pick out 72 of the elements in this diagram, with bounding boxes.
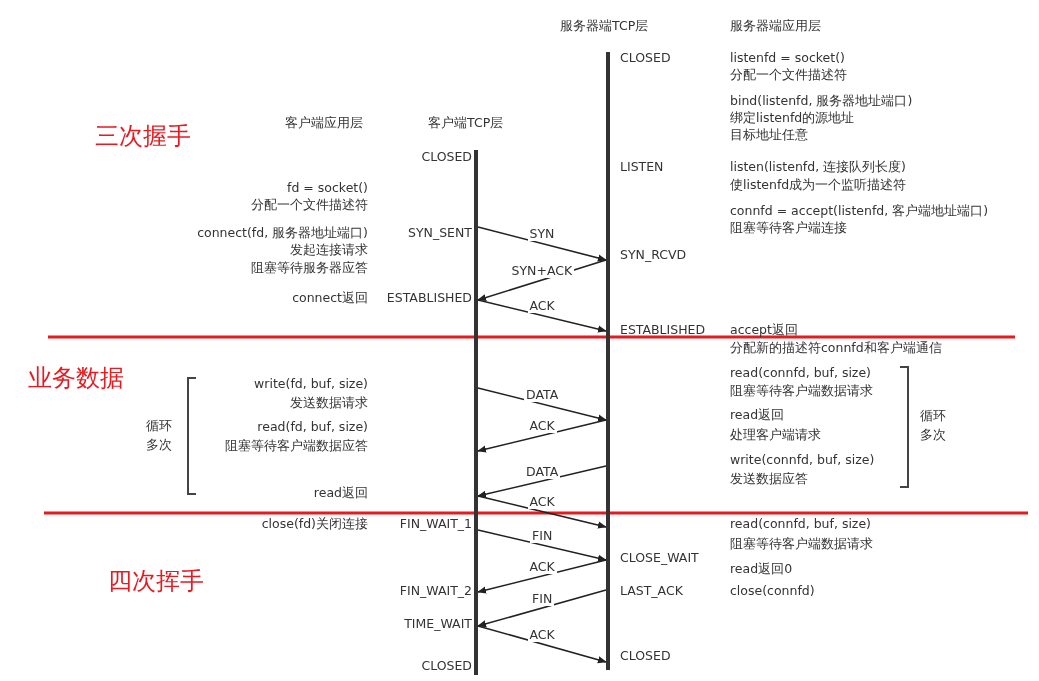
label-text: 处理客户端请求: [730, 426, 821, 443]
section-title: 业务数据: [28, 364, 124, 392]
message-arrow: [477, 465, 607, 498]
label-text: read(connfd, buf, size): [730, 364, 871, 381]
edge-label: ACK: [527, 298, 557, 313]
label-text: read返回0: [730, 560, 793, 577]
label-text: CLOSED: [620, 49, 671, 66]
label-text: SYN_RCVD: [620, 246, 687, 263]
message-arrow: [477, 419, 607, 453]
label-text: 阻塞等待客户端连接: [730, 219, 847, 236]
section-title: 三次握手: [95, 122, 191, 150]
label-text: connfd = accept(listenfd, 客户端地址端口): [730, 202, 989, 219]
message-arrow: [477, 589, 607, 628]
label-text: 阻塞等待客户端数据请求: [730, 535, 873, 552]
label-text: SYN_SENT: [408, 224, 472, 241]
label-text: 目标地址任意: [730, 126, 808, 143]
loop-note: 循环多次: [146, 417, 173, 454]
edge-label: ACK: [527, 494, 557, 509]
label-text: FIN_WAIT_2: [399, 582, 472, 599]
label-text: CLOSE_WAIT: [620, 549, 699, 566]
label-text: close(connfd): [730, 582, 815, 599]
label-text: write(connfd, buf, size): [730, 451, 875, 468]
label-text: accept返回: [730, 321, 798, 338]
label-text: LISTEN: [620, 158, 664, 175]
label-text: 发送数据应答: [730, 470, 808, 487]
label-text: listen(listenfd, 连接队列长度): [730, 158, 906, 175]
label-text: listenfd = socket(): [730, 49, 845, 66]
message-arrow: [477, 495, 607, 529]
label-text: LAST_ACK: [620, 582, 683, 599]
label-text: 服务器端TCP层: [560, 17, 649, 34]
label-text: write(fd, buf, size): [254, 375, 368, 392]
label-text: 阻塞等待客户端数据应答: [225, 437, 368, 454]
label-text: 分配新的描述符connfd和客户端通信: [730, 339, 942, 356]
section-title: 四次挥手: [108, 567, 204, 595]
timeline-bar: [474, 150, 478, 675]
label-text: CLOSED: [421, 657, 472, 674]
loop-note: 循环多次: [920, 407, 947, 444]
message-arrow: [477, 299, 607, 333]
label-text: connect返回: [292, 289, 368, 306]
edge-label: ACK: [527, 418, 557, 433]
label-text: 分配一个文件描述符: [730, 66, 847, 83]
label-text: 绑定listenfd的源地址: [730, 109, 855, 126]
label-text: 使listenfd成为一个监听描述符: [730, 176, 907, 193]
message-arrow: [477, 625, 607, 664]
label-text: 发送数据请求: [290, 394, 368, 411]
label-text: close(fd)关闭连接: [261, 515, 368, 532]
timeline-bar: [606, 52, 610, 670]
label-text: TIME_WAIT: [404, 615, 472, 632]
label-text: read(fd, buf, size): [257, 418, 368, 435]
label-text: 阻塞等待服务器应答: [251, 259, 368, 276]
label-text: fd = socket(): [287, 179, 368, 196]
message-arrow: [477, 559, 607, 594]
message-arrow: [477, 387, 607, 422]
message-arrow: [477, 529, 607, 562]
label-text: ESTABLISHED: [386, 289, 472, 306]
label-text: 服务器端应用层: [730, 17, 821, 34]
message-arrow: [477, 226, 607, 262]
label-text: 发起连接请求: [290, 241, 368, 258]
label-text: FIN_WAIT_1: [399, 515, 472, 532]
label-text: connect(fd, 服务器地址端口): [197, 224, 368, 241]
label-text: read返回: [730, 406, 785, 423]
label-text: 阻塞等待客户端数据请求: [730, 382, 873, 399]
label-text: ESTABLISHED: [620, 321, 706, 338]
label-text: 分配一个文件描述符: [251, 196, 368, 213]
label-text: 客户端TCP层: [428, 114, 504, 131]
label-text: read返回: [313, 484, 368, 501]
label-text: bind(listenfd, 服务器地址端口): [730, 92, 913, 109]
label-text: read(connfd, buf, size): [730, 515, 871, 532]
label-text: CLOSED: [421, 148, 472, 165]
label-text: 客户端应用层: [285, 114, 363, 131]
label-text: CLOSED: [620, 647, 671, 664]
edge-label: SYN: [527, 226, 557, 241]
